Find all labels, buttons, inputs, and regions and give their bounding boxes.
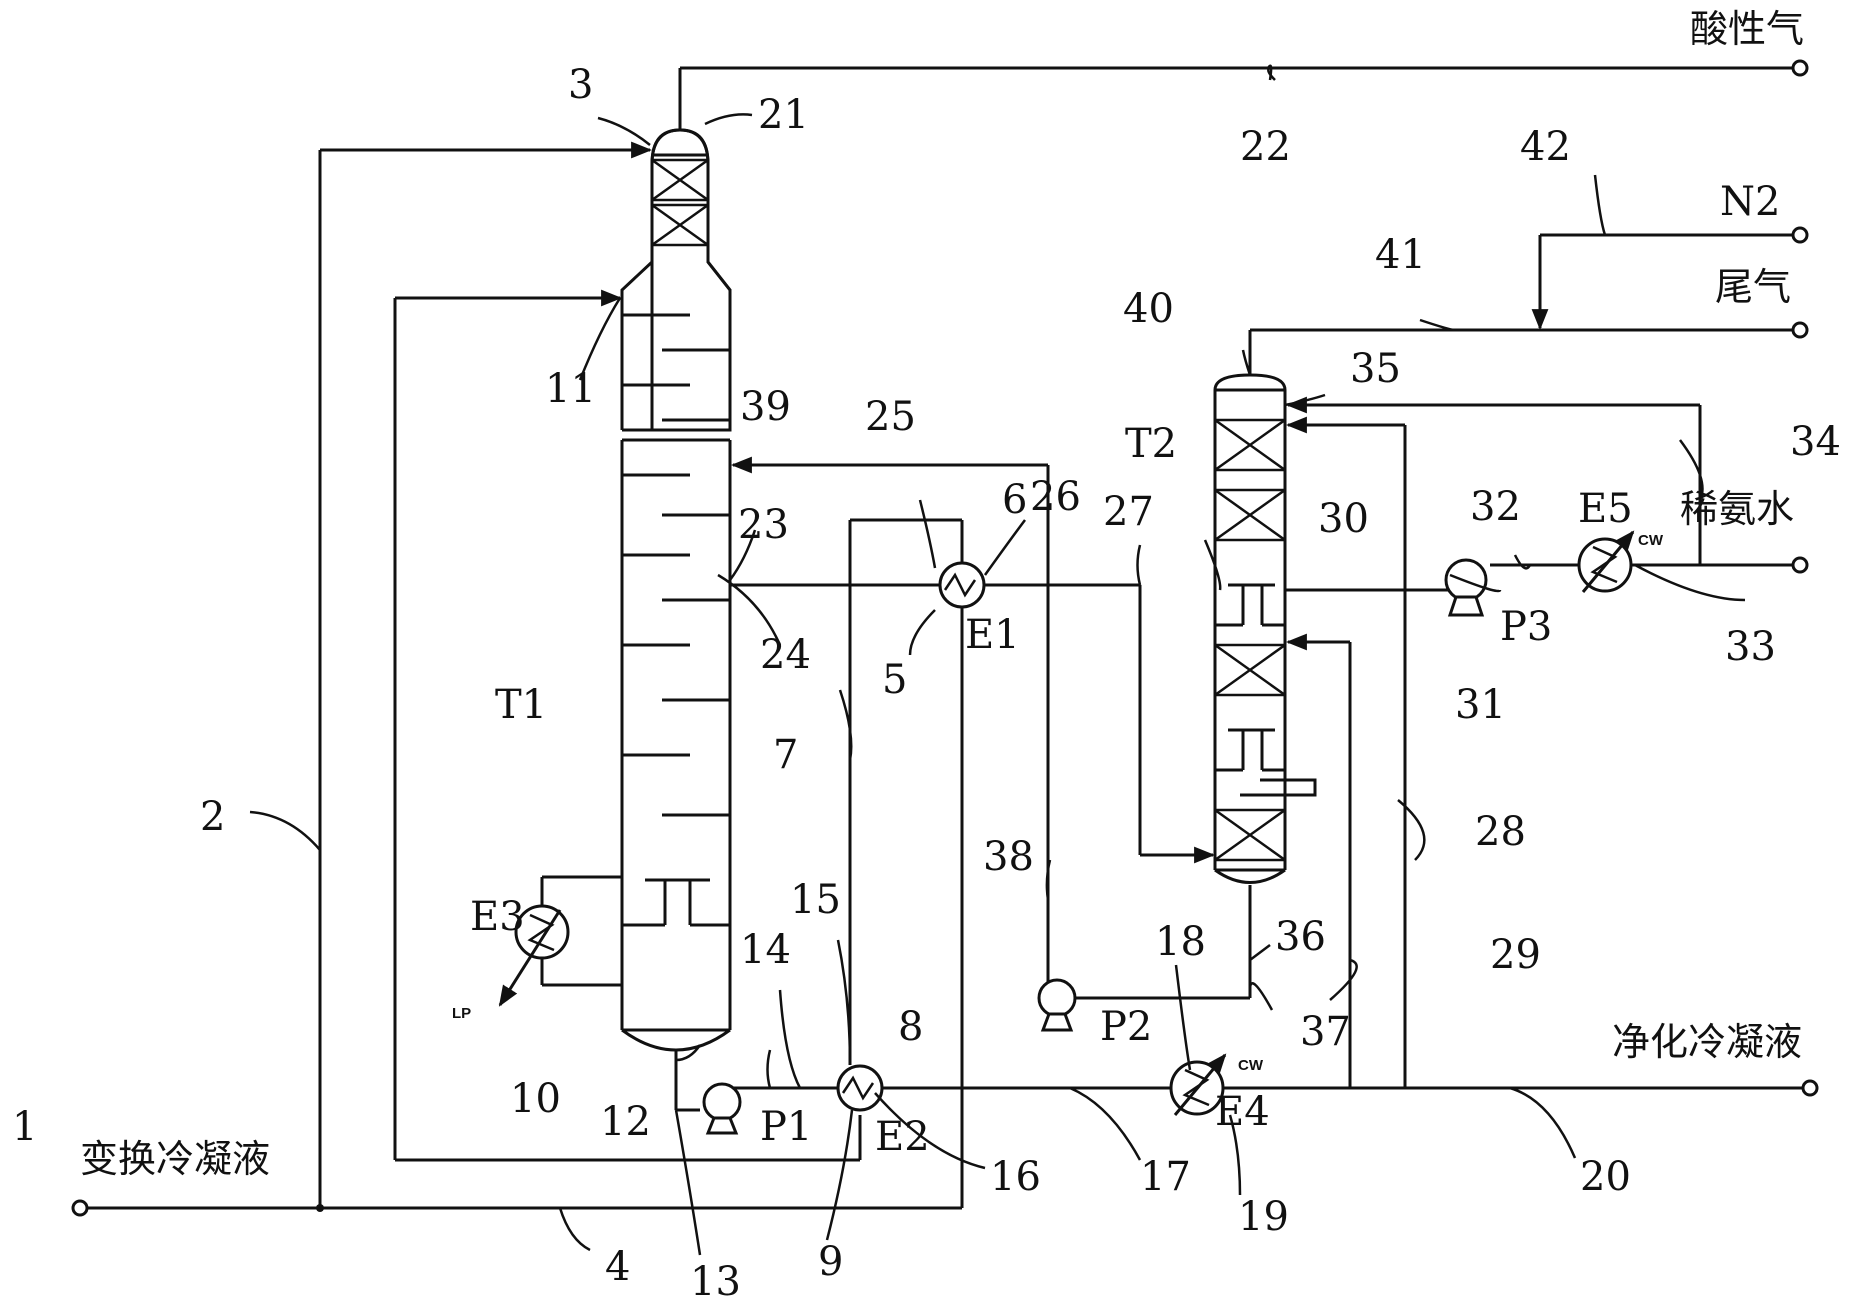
cw-label-e5: CW: [1638, 532, 1664, 549]
e5-label: E5: [1578, 486, 1633, 532]
callout-28: 28: [1475, 809, 1526, 855]
pump-p2: [1037, 978, 1077, 1032]
n2-terminal-icon: [1791, 226, 1809, 244]
callout-30: 30: [1318, 496, 1369, 542]
callout-36: 36: [1275, 914, 1326, 960]
callout-40: 40: [1123, 286, 1174, 332]
callout-7: 7: [773, 732, 798, 778]
callout-29: 29: [1490, 932, 1541, 978]
p3-label: P3: [1500, 604, 1552, 650]
callout-11: 11: [545, 366, 596, 412]
callout-9: 9: [818, 1239, 843, 1285]
callout-12: 12: [600, 1099, 651, 1145]
callout-21: 21: [758, 92, 809, 138]
callout-37: 37: [1300, 1009, 1351, 1055]
callout-14: 14: [740, 927, 791, 973]
callout-38: 38: [983, 834, 1034, 880]
callout-20: 20: [1580, 1154, 1631, 1200]
callout-26: 26: [1030, 474, 1081, 520]
callout-23: 23: [738, 502, 789, 548]
callout-32: 32: [1470, 484, 1521, 530]
piping: [80, 66, 1810, 1212]
e1-label: E1: [965, 612, 1020, 658]
t1-label: T1: [495, 682, 547, 728]
callout-15: 15: [790, 877, 841, 923]
tail-gas-terminal-icon: [1791, 321, 1809, 339]
callout-42: 42: [1520, 124, 1571, 170]
callout-17: 17: [1140, 1154, 1191, 1200]
callout-2: 2: [200, 794, 225, 840]
t2-label: T2: [1125, 421, 1177, 467]
callout-8: 8: [898, 1004, 923, 1050]
callout-13: 13: [690, 1259, 741, 1305]
callout-4: 4: [605, 1244, 630, 1290]
cooler-e5: [1577, 530, 1635, 593]
callout-5: 5: [882, 657, 907, 703]
callout-41: 41: [1375, 232, 1426, 278]
callout-31: 31: [1455, 682, 1506, 728]
callout-16: 16: [990, 1154, 1041, 1200]
acid-gas-label: 酸性气: [1690, 7, 1804, 51]
n2-label: N2: [1720, 179, 1780, 225]
lp-label: LP: [452, 1005, 471, 1022]
callout-39: 39: [740, 384, 791, 430]
column-t2: [1213, 373, 1317, 884]
p1-label: P1: [760, 1104, 812, 1150]
column-t1: [620, 128, 732, 1052]
callout-27: 27: [1103, 489, 1154, 535]
reboiler-e3: [498, 904, 570, 1007]
condensate-terminal-icon: [1801, 1079, 1819, 1097]
cw-label-e4: CW: [1238, 1057, 1264, 1074]
callout-19: 19: [1238, 1194, 1289, 1240]
callout-33: 33: [1725, 624, 1776, 670]
callout-6: 6: [1002, 477, 1027, 523]
ammonia-terminal-icon: [1791, 556, 1809, 574]
cooler-e4: [1169, 1053, 1227, 1116]
dilute-ammonia-label: 稀氨水: [1680, 487, 1794, 531]
pump-p1: [702, 1082, 742, 1135]
p2-label: P2: [1100, 1004, 1152, 1050]
callout-3: 3: [568, 62, 593, 108]
callout-18: 18: [1155, 919, 1206, 965]
callout-22: 22: [1240, 124, 1291, 170]
callout-25: 25: [865, 394, 916, 440]
leader-lines: [249, 64, 1746, 1256]
tail-gas-label: 尾气: [1715, 265, 1791, 309]
e4-label: E4: [1215, 1089, 1270, 1135]
purified-condensate-label: 净化冷凝液: [1612, 1020, 1802, 1064]
acid-gas-terminal-icon: [1791, 59, 1809, 77]
callout-35: 35: [1350, 346, 1401, 392]
callout-24: 24: [760, 632, 811, 678]
callout-10: 10: [510, 1076, 561, 1122]
heat-exchanger-e1: [938, 561, 986, 609]
callout-1: 1: [12, 1104, 37, 1150]
feed-terminal-icon: [71, 1199, 89, 1217]
heat-exchanger-e2: [836, 1064, 884, 1112]
e2-label: E2: [875, 1114, 930, 1160]
e3-label: E3: [470, 894, 525, 940]
callout-34: 34: [1790, 419, 1841, 465]
feed-label: 变换冷凝液: [80, 1137, 270, 1181]
